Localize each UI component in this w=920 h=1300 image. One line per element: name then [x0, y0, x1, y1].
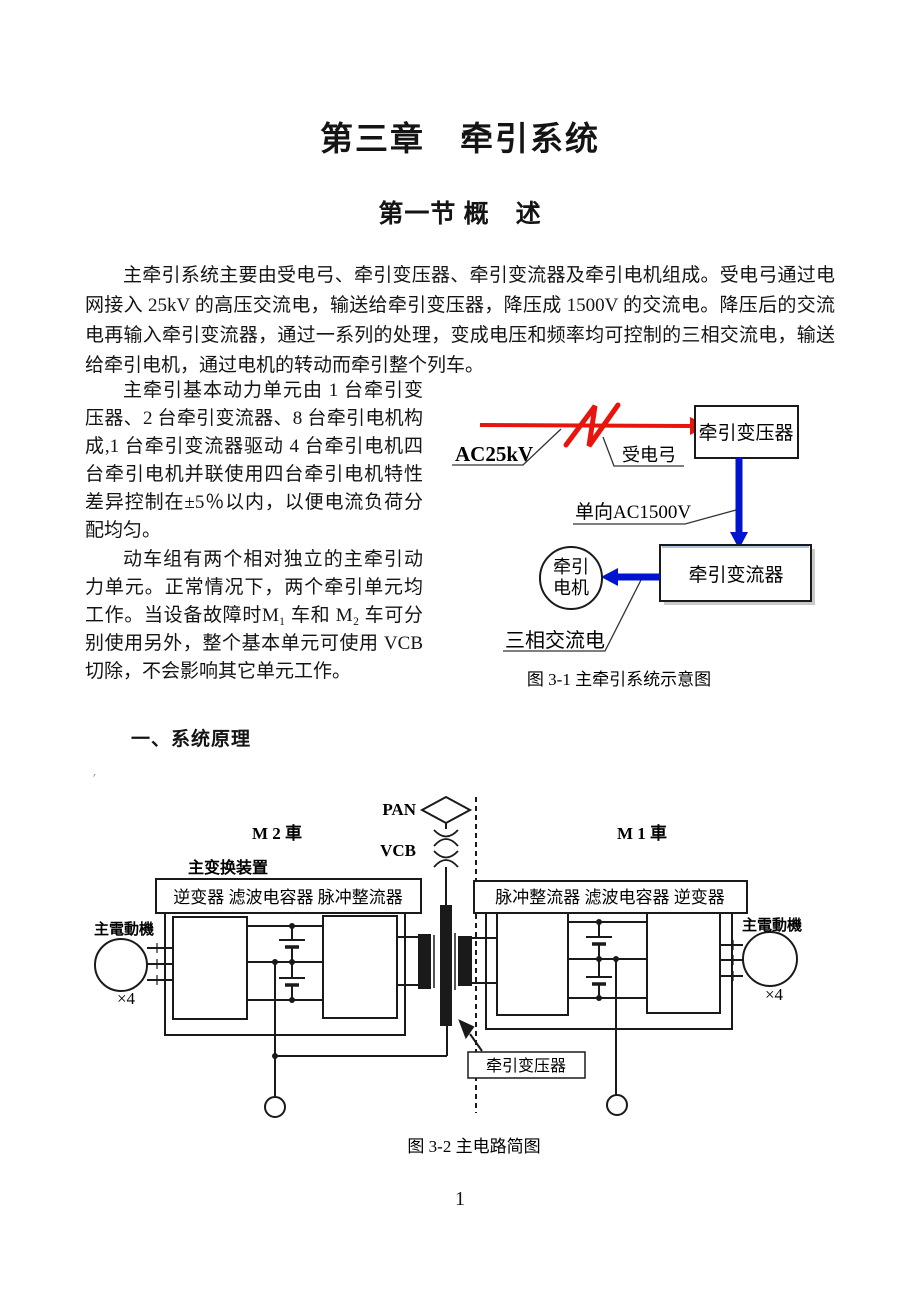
m2-unit-header-box [155, 878, 422, 914]
pantograph-pan-icon [419, 795, 473, 825]
figure-3-2-main-circuit-diagram: PAN VCB M 2 車 M 1 車 主变换装置 逆变器 滤波电容器 脉冲整流… [94, 795, 802, 1156]
m2-capacitor-long-plates [279, 939, 305, 979]
transformer-callout-arrowhead [458, 1019, 475, 1040]
m2-units-label: 逆变器 滤波电容器 脉冲整流器 [173, 888, 403, 907]
car-m1-label: M 1 車 [617, 823, 667, 843]
m2-ground-circle [264, 1096, 286, 1118]
transformer-secondary-left [418, 934, 431, 989]
pantograph-zigzag-icon [563, 402, 621, 448]
m1-unit-outer-box [485, 912, 733, 1030]
transformer-callout-label: 牵引变压器 [486, 1057, 566, 1075]
m1-motor-label: 主電動機 [742, 916, 802, 934]
intro-paragraph: 主牵引系统主要由受电弓、牵引变压器、牵引变流器及牵引电机组成。受电弓通过电网接入… [85, 265, 835, 376]
m1-rectifier-box [496, 912, 569, 1016]
figure-3-1-traction-system-diagram: AC25kV 受电弓 牵引变压器 单向AC1500V 牵引变流器 牵引 电机 三… [452, 402, 815, 689]
vcb-label: VCB [380, 841, 416, 860]
m1-times4-label: ×4 [765, 985, 784, 1004]
m1-capacitor-short-plates [592, 942, 606, 986]
label-pantograph: 受电弓 [622, 445, 676, 465]
m2-capacitor-short-plates [285, 945, 299, 987]
m1-secondary-leads [471, 937, 497, 984]
transformer-box [694, 405, 799, 459]
m1-ground-circle [606, 1094, 628, 1116]
m2-times4-label: ×4 [117, 989, 136, 1008]
three-phase-arrowhead [601, 568, 618, 586]
label-ac25kv: AC25kV [455, 442, 533, 466]
converter-box [659, 544, 812, 602]
ac25kv-callout-line [452, 428, 562, 466]
ac1500v-callout-line [573, 509, 737, 525]
principle-heading: 一、系统原理 [131, 729, 252, 750]
transformer-primary-winding [440, 905, 452, 1026]
m1-unit-header-box [473, 880, 748, 914]
chapter-title: 第三章 牵引系统 [320, 122, 600, 158]
motor-label-line1: 牵引 [553, 557, 589, 577]
car-m2-label: M 2 車 [252, 823, 302, 843]
converter-box-label: 牵引变流器 [688, 564, 783, 586]
label-ac1500v: 单向AC1500V [575, 501, 691, 523]
pan-label: PAN [382, 800, 416, 819]
m2-secondary-leads [397, 936, 419, 986]
power-unit-paragraph: 主牵引基本动力单元由 1 台牵引变压器、2 台牵引变流器、8 台牵引电机构成,1… [85, 380, 423, 541]
m1-units-label: 脉冲整流器 滤波电容器 逆变器 [495, 888, 725, 907]
m2-motor-leads [147, 947, 173, 981]
m2-inverter-box [172, 916, 248, 1020]
transformer-callout-box [467, 1051, 586, 1079]
junction-dots [272, 919, 619, 1059]
three-phase-callout-line [503, 579, 642, 652]
ac1500v-arrowhead [730, 532, 748, 549]
m2-rectifier-box [322, 915, 398, 1019]
pantograph-callout-line [602, 436, 684, 467]
transformer-box-label: 牵引变压器 [698, 422, 793, 444]
m1-motor-leads [720, 944, 743, 977]
m2-motor-label: 主電動機 [94, 920, 154, 938]
m1-capacitor-long-plates [586, 936, 612, 978]
label-three-phase: 三相交流电 [505, 629, 605, 652]
m1-inverter-box [646, 912, 721, 1014]
section-title: 第一节 概 述 [378, 201, 542, 228]
m2-unit-outer-box [164, 912, 406, 1036]
motor-circle [539, 546, 603, 610]
vcb-breaker-icon [433, 829, 459, 868]
m2-motor-circle [94, 938, 148, 992]
left-text-column: 主牵引基本动力单元由 1 台牵引变压器、2 台牵引变流器、8 台牵引电机构成,1… [85, 377, 423, 686]
figure-3-2-caption: 图 3-2 主电路简图 [407, 1137, 540, 1156]
transformer-callout-arrow-line [469, 1033, 483, 1052]
m1-motor-circle [742, 931, 798, 987]
motor-label-line2: 电机 [553, 578, 589, 598]
transformer-secondary-right [458, 936, 472, 986]
figure-3-1-caption: 图 3-1 主牵引系统示意图 [527, 670, 711, 689]
redundancy-paragraph: 动车组有两个相对独立的主牵引动力单元。正常情况下，两个牵引单元均工作。当设备故障… [85, 549, 423, 682]
main-converter-label: 主变换装置 [188, 858, 268, 877]
page-number: 1 [455, 1188, 465, 1210]
catenary-line [479, 423, 693, 428]
